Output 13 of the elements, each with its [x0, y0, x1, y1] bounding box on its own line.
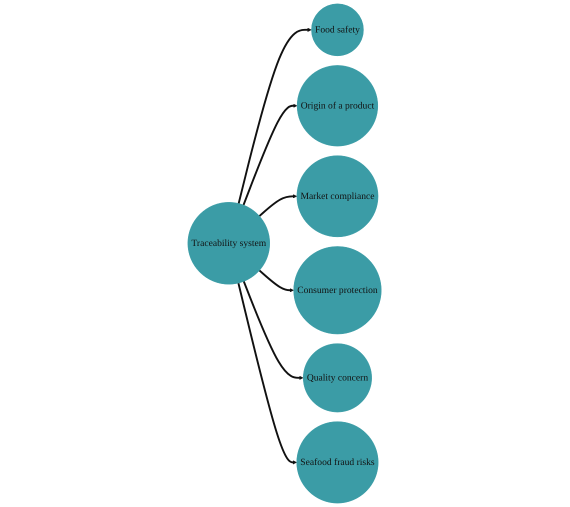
node-circle: Market compliance — [297, 155, 379, 238]
arrow — [259, 194, 298, 217]
node-circle: Food safety — [312, 4, 364, 56]
arrow — [238, 282, 298, 464]
node-circle: Consumer protection — [294, 246, 382, 334]
node-circle: Seafood fraud risks — [296, 421, 379, 504]
arrow — [238, 28, 312, 204]
node-circle: Quality concern — [303, 343, 372, 412]
node-circle: Traceability system — [188, 202, 270, 284]
arrow — [259, 270, 294, 292]
node-circle: Origin of a product — [297, 65, 378, 146]
arrow — [243, 281, 304, 380]
arrow — [243, 104, 298, 206]
